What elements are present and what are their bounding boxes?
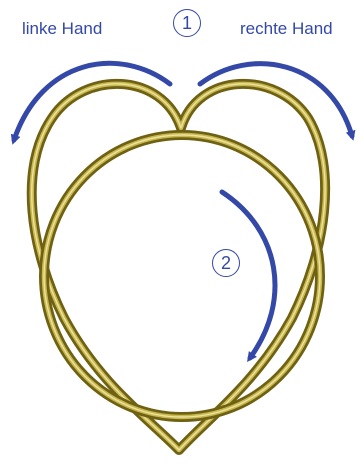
circle-rope xyxy=(44,135,320,417)
left-hand-arrow xyxy=(14,63,170,140)
right-hand-label: rechte Hand xyxy=(240,19,333,39)
step-1-marker: 1 xyxy=(173,9,201,37)
step-2-number: 2 xyxy=(221,253,231,273)
step-1-number: 1 xyxy=(182,13,192,33)
step-2-marker: 2 xyxy=(212,249,240,277)
right-hand-arrow xyxy=(200,64,352,136)
left-hand-label: linke Hand xyxy=(22,19,102,39)
